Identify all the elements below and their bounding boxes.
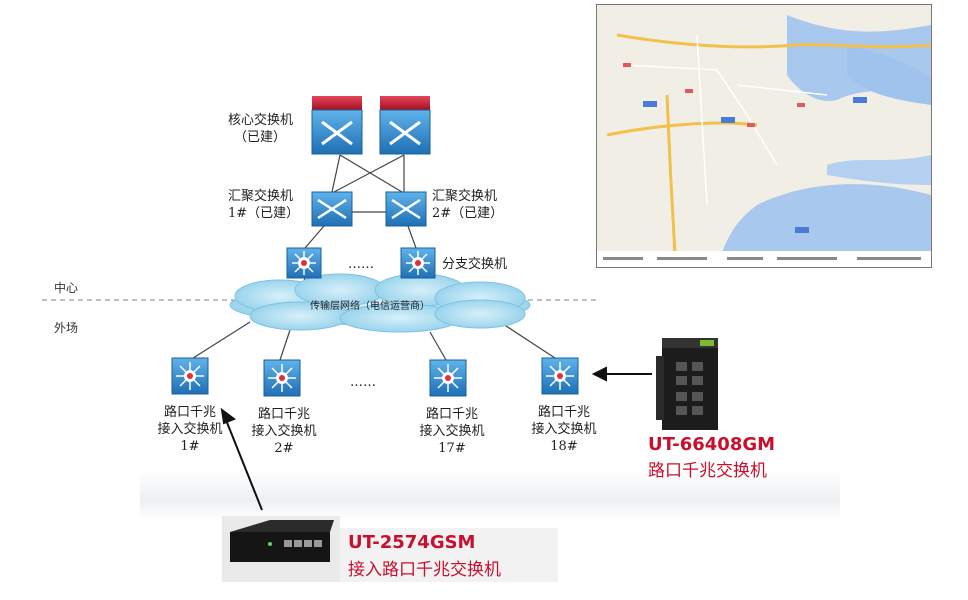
aggregation-switch-icon xyxy=(311,191,353,227)
arrow-to-1 xyxy=(220,407,263,511)
branch-dots: …… xyxy=(348,257,374,272)
product-66408gm-model: UT-66408GM xyxy=(648,434,776,455)
product-2574gsm-card xyxy=(340,528,558,582)
access-switch-label-18: 路口千兆 接入交换机 18# xyxy=(531,405,597,454)
access-switch-label-1: 路口千兆 接入交换机 1# xyxy=(157,405,223,454)
branch-switch-label: 分支交换机 xyxy=(442,257,508,272)
layer3-switch-icon xyxy=(400,247,436,279)
zone-center-label: 中心 xyxy=(54,281,79,295)
layer3-switch-icon xyxy=(429,359,467,397)
access-switch-label-17: 路口千兆 接入交换机 17# xyxy=(419,407,485,456)
access-dots: …… xyxy=(350,375,376,390)
zone-field-label: 外场 xyxy=(54,321,79,335)
desktop-switch-photo xyxy=(222,516,340,582)
core-switch-icon xyxy=(379,96,431,155)
aggregation-left-label: 汇聚交换机 1#（已建） xyxy=(228,189,300,221)
aggregation-switch-icon xyxy=(385,191,427,227)
core-switch-icon xyxy=(311,96,363,155)
product-2574gsm-model: UT-2574GSM xyxy=(348,532,476,553)
network-label: 传输层网络（电信运营商） xyxy=(310,301,430,312)
layer3-switch-icon xyxy=(171,357,209,395)
access-links xyxy=(189,321,559,361)
arrow-to-18 xyxy=(591,366,652,382)
aggregation-right-label: 汇聚交换机 2#（已建） xyxy=(432,189,504,221)
layer3-switch-icon xyxy=(541,357,579,395)
layer3-switch-icon xyxy=(263,359,301,397)
layer3-switch-icon xyxy=(286,247,322,279)
product-2574gsm-name: 接入路口千兆交换机 xyxy=(348,560,501,580)
product-66408gm-name: 路口千兆交换机 xyxy=(648,461,767,481)
industrial-switch-photo xyxy=(656,338,718,430)
core-switch-label: 核心交换机 （已建） xyxy=(228,113,294,145)
map-thumbnail xyxy=(596,4,932,268)
access-switch-label-2: 路口千兆 接入交换机 2# xyxy=(251,407,317,456)
network-cloud-icon xyxy=(229,273,531,333)
